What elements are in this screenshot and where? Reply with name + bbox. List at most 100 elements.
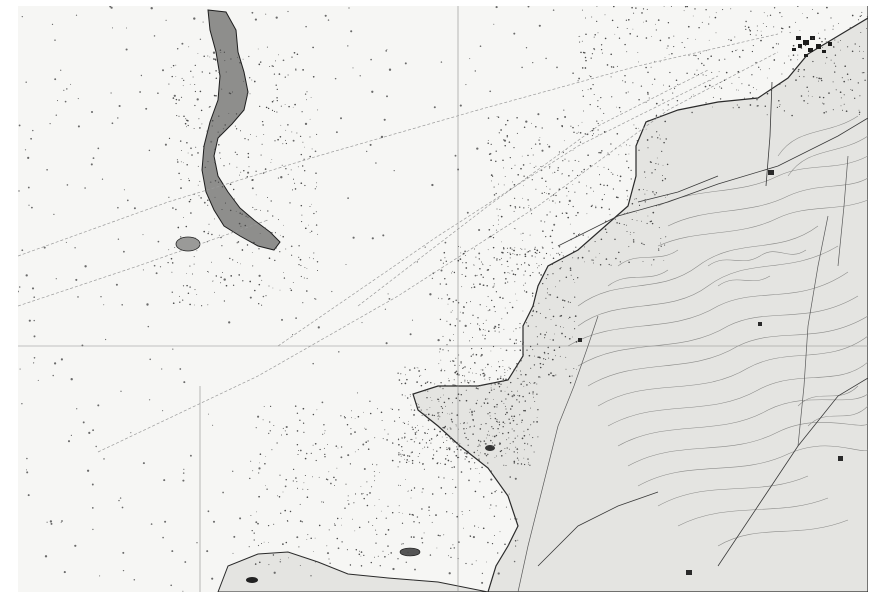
stipple-mark (291, 254, 293, 256)
stipple-mark (324, 453, 326, 456)
stipple-mark (712, 106, 713, 108)
stipple-mark (400, 453, 402, 455)
stipple-mark (508, 437, 510, 439)
stipple-mark (504, 369, 506, 371)
stipple-mark (503, 464, 505, 466)
stipple-mark (170, 66, 172, 68)
stipple-mark (843, 80, 846, 83)
stipple-mark (530, 445, 532, 447)
stipple-mark (295, 477, 297, 479)
stipple-mark (766, 114, 768, 116)
stipple-mark (777, 43, 779, 45)
stipple-mark (523, 175, 525, 177)
stipple-mark (498, 219, 499, 221)
stipple-mark (487, 268, 490, 271)
sounding-mark (201, 71, 204, 73)
stipple-mark (657, 137, 659, 139)
stipple-mark (606, 64, 609, 66)
stipple-mark (651, 83, 653, 85)
stipple-mark (654, 78, 656, 80)
stipple-mark (453, 334, 454, 335)
stipple-mark (626, 28, 628, 29)
stipple-mark (229, 163, 231, 165)
sounding-mark (121, 304, 123, 306)
sounding-mark (142, 462, 145, 465)
sounding-mark (551, 241, 554, 244)
stipple-mark (404, 374, 406, 376)
stipple-mark (425, 414, 427, 416)
stipple-mark (603, 131, 606, 133)
stipple-mark (516, 342, 518, 344)
stipple-mark (494, 457, 496, 458)
sounding-mark (64, 100, 67, 103)
stipple-mark (325, 478, 328, 480)
stipple-mark (541, 177, 543, 180)
stipple-mark (478, 454, 480, 456)
stipple-mark (623, 224, 625, 226)
sounding-mark (352, 67, 354, 69)
stipple-mark (854, 97, 856, 99)
stipple-mark (289, 202, 291, 204)
stipple-mark (273, 110, 276, 112)
stipple-mark (447, 397, 450, 400)
stipple-mark (527, 463, 529, 465)
stipple-mark (572, 184, 574, 185)
stipple-mark (494, 326, 497, 328)
stipple-mark (565, 368, 567, 370)
stipple-mark (565, 212, 566, 214)
stipple-mark (424, 446, 426, 448)
stipple-mark (178, 172, 180, 175)
stipple-mark (647, 93, 649, 95)
sounding-mark (468, 479, 470, 482)
sounding-mark (70, 83, 72, 85)
stipple-mark (271, 65, 273, 67)
stipple-mark (224, 60, 226, 62)
stipple-mark (581, 171, 583, 173)
stipple-mark (523, 353, 524, 355)
stipple-mark (283, 224, 284, 226)
stipple-mark (832, 28, 834, 30)
stipple-mark (289, 288, 291, 290)
sounding-mark (254, 18, 257, 21)
stipple-mark (267, 197, 268, 198)
stipple-mark (198, 118, 200, 120)
stipple-mark (263, 541, 265, 543)
stipple-mark (578, 233, 580, 236)
stipple-mark (524, 373, 527, 376)
stipple-mark (424, 432, 427, 434)
stipple-mark (542, 247, 544, 249)
stipple-mark (818, 80, 819, 82)
stipple-mark (301, 556, 303, 558)
sounding-mark (123, 250, 125, 253)
stipple-mark (176, 115, 178, 117)
stipple-mark (449, 339, 451, 342)
stipple-mark (587, 89, 589, 91)
stipple-mark (196, 294, 198, 295)
sounding-mark (313, 252, 315, 254)
stipple-mark (533, 364, 536, 366)
sounding-mark (210, 140, 213, 143)
stipple-mark (460, 252, 462, 254)
stipple-mark (367, 440, 369, 442)
stipple-mark (610, 66, 613, 68)
sounding-mark (572, 72, 574, 75)
stipple-mark (451, 402, 454, 404)
stipple-mark (486, 561, 487, 563)
stipple-mark (686, 6, 689, 8)
stipple-mark (197, 53, 199, 54)
stipple-mark (512, 417, 514, 419)
stipple-mark (280, 105, 282, 107)
stipple-mark (444, 493, 447, 495)
stipple-mark (373, 471, 375, 472)
stipple-mark (422, 448, 424, 450)
stipple-mark (491, 175, 494, 177)
stipple-mark (365, 441, 368, 444)
stipple-mark (603, 166, 605, 168)
stipple-mark (312, 413, 315, 416)
stipple-mark (526, 251, 528, 253)
sounding-mark (271, 449, 273, 451)
stipple-mark (258, 303, 260, 305)
stipple-mark (579, 41, 581, 43)
stipple-mark (444, 425, 447, 428)
stipple-mark (653, 259, 655, 261)
